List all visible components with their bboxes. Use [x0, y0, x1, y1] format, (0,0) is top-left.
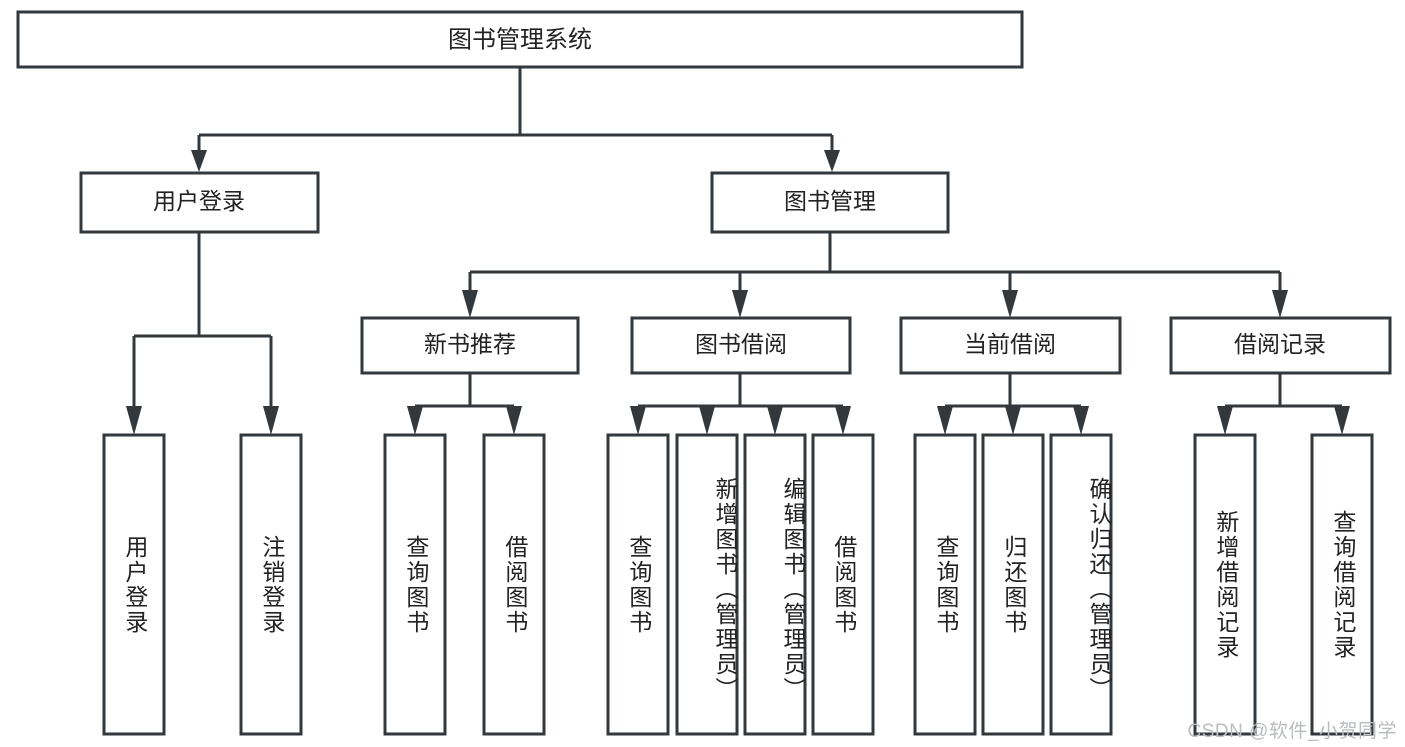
leaf-box-borrow-lend	[811, 433, 875, 736]
leaf-box-newbook-borrow	[482, 433, 546, 736]
leaf-box-borrow-query	[606, 433, 670, 736]
node-current-borrow[interactable]: 当前借阅	[899, 316, 1122, 375]
leaf-box-newbook-query	[383, 433, 447, 736]
node-borrow-record[interactable]: 借阅记录	[1169, 316, 1392, 375]
leaf-box-borrow-edit	[743, 433, 807, 736]
leaf-box-record-query	[1310, 433, 1374, 736]
connector-root-to-level1	[191, 67, 840, 172]
leaf-box-user-login-logout	[239, 433, 303, 736]
node-book-borrow[interactable]: 图书借阅	[630, 316, 852, 375]
node-root-book-management-system[interactable]: 图书管理系统	[16, 10, 1024, 69]
watermark-text: CSDN @软件_小贺同学	[1187, 721, 1397, 742]
node-user-login-label: 用户登录	[153, 188, 245, 214]
leaf-box-current-query	[913, 433, 977, 736]
connector-borrowrecord-to-leaves	[1217, 373, 1350, 435]
leaf-box-current-confirm	[1049, 433, 1113, 736]
connector-userlogin-to-leaves	[126, 232, 279, 435]
node-book-management-label: 图书管理	[784, 188, 876, 214]
connector-bookmgmt-to-level2	[462, 232, 1288, 318]
node-new-book-recommend[interactable]: 新书推荐	[360, 316, 580, 375]
leaf-box-user-login-login	[102, 433, 166, 736]
leaf-box-borrow-add	[675, 433, 739, 736]
node-user-login[interactable]: 用户登录	[79, 171, 320, 234]
connector-bookborrow-to-leaves	[630, 373, 851, 435]
node-borrow-record-label: 借阅记录	[1234, 331, 1326, 357]
leaf-box-record-add	[1193, 433, 1257, 736]
node-new-book-recommend-label: 新书推荐	[424, 331, 516, 357]
connector-currentborrow-to-leaves	[937, 373, 1089, 435]
leaf-box-current-return	[981, 433, 1045, 736]
node-book-borrow-label: 图书借阅	[695, 331, 787, 357]
node-root-label: 图书管理系统	[448, 26, 592, 53]
node-current-borrow-label: 当前借阅	[964, 331, 1056, 357]
connector-newbook-to-leaves	[407, 373, 522, 435]
node-book-management[interactable]: 图书管理	[710, 171, 950, 234]
